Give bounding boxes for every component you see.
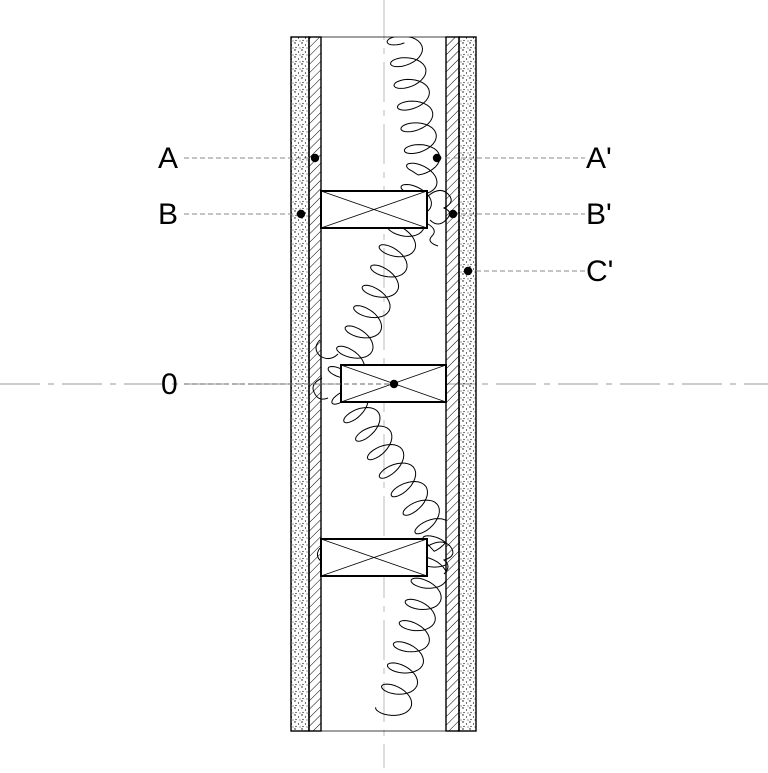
point-C-prime — [463, 266, 473, 276]
label-B: B — [158, 198, 179, 231]
stud-middle — [340, 364, 447, 403]
interior-sheathing-layer — [445, 36, 460, 732]
point-B-prime — [448, 209, 458, 219]
point-B — [296, 209, 306, 219]
stud-upper — [320, 190, 428, 229]
label-B-prime: B' — [586, 198, 612, 231]
insulation-batt-ends — [312, 190, 454, 575]
interior-finish-layer — [458, 36, 477, 732]
label-zero: 0 — [161, 368, 178, 401]
point-A-prime — [432, 153, 442, 163]
label-A-prime: A' — [586, 142, 612, 175]
point-zero — [389, 379, 399, 389]
label-C-prime: C' — [586, 255, 614, 288]
point-A — [310, 153, 320, 163]
stud-lower — [320, 538, 428, 577]
label-A: A — [158, 142, 179, 175]
